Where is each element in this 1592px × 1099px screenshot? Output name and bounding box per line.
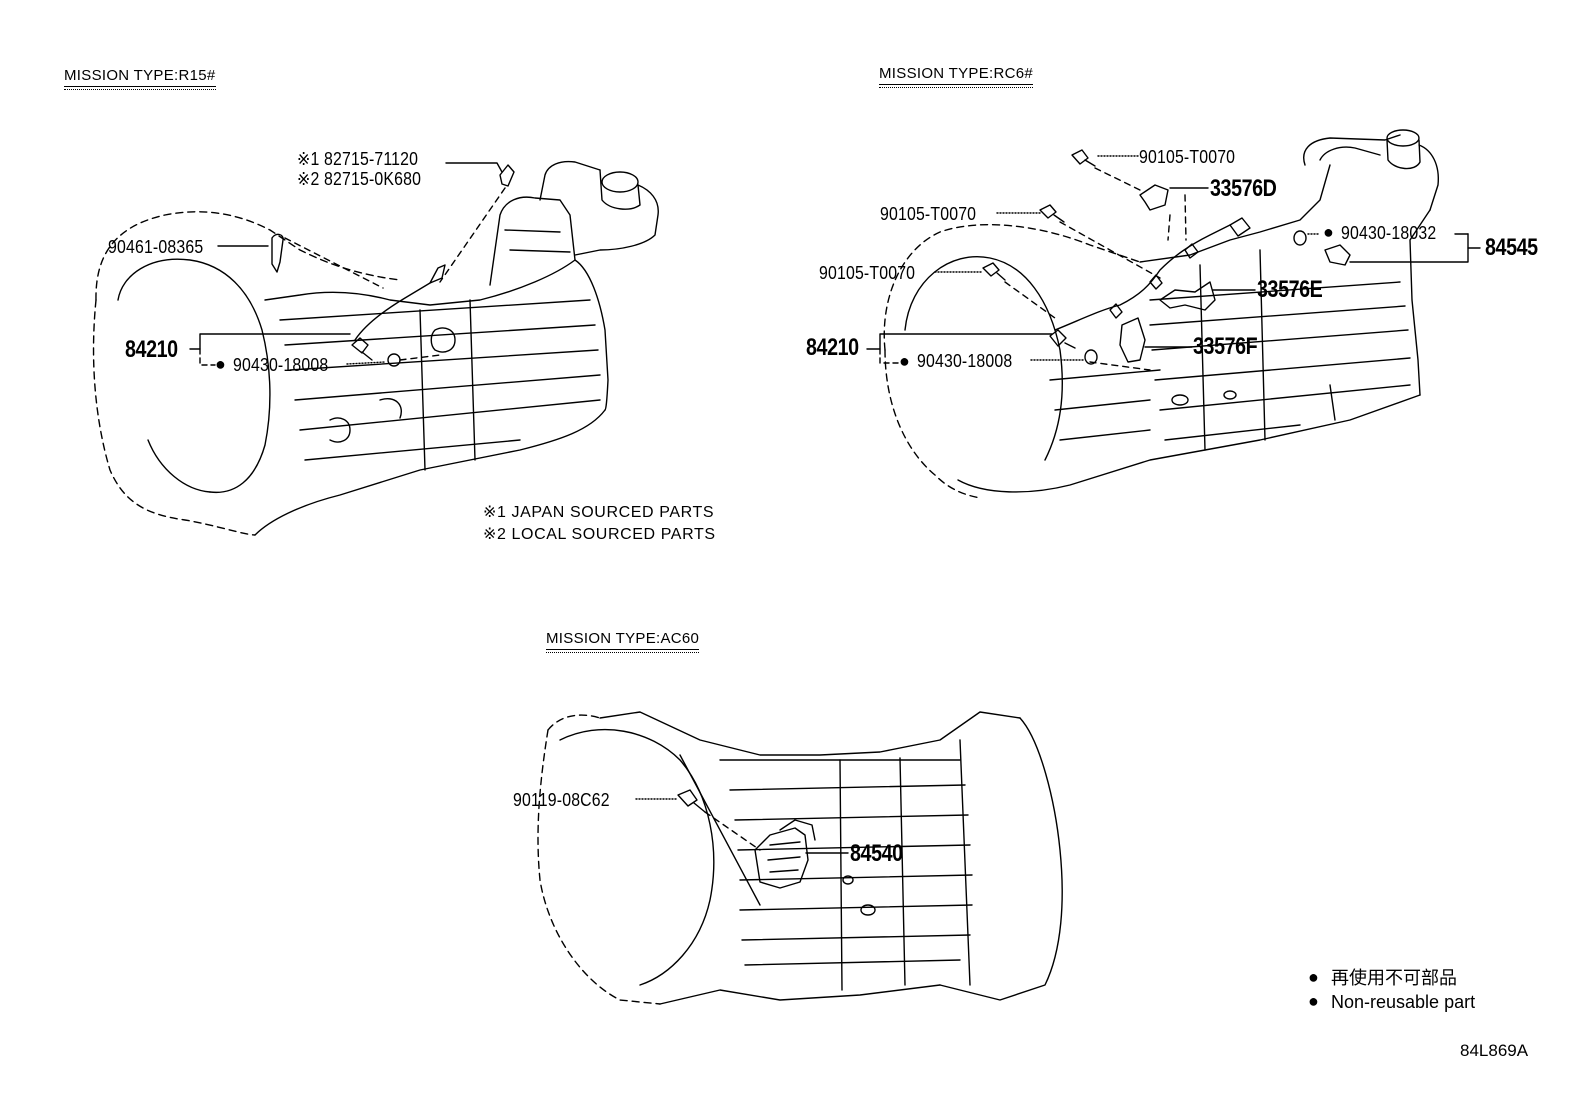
rc6-part-33576d: 33576D [1210,175,1277,202]
legend-marker-ja: ● [1308,967,1319,987]
figure-code: 84L869A [1460,1041,1529,1060]
r15-part-82715-0k680: ※2 82715-0K680 [297,169,422,189]
r15-non-reusable-marker: ● [215,354,226,374]
r15-transmission-illustration [92,160,659,536]
legend-text-ja: 再使用不可部品 [1331,968,1457,988]
rc6-part-90430-18032: 90430-18032 [1341,223,1437,243]
rc6-part-33576e: 33576E [1257,276,1323,303]
r15-part-90461-08365: 90461-08365 [108,237,204,257]
r15-part-84210: 84210 [125,336,178,363]
ac60-transmission-illustration [537,711,1063,1005]
rc6-part-84210: 84210 [806,334,859,361]
ac60-part-90119-08c62: 90119-08C62 [513,790,610,810]
rc6-non-reusable-marker-b: ● [899,351,910,371]
rc6-part-90430-18008: 90430-18008 [917,351,1013,371]
legend-marker-en: ● [1308,991,1319,1011]
rc6-non-reusable-marker-a: ● [1323,222,1334,242]
rc6-transmission-illustration [866,129,1481,499]
r15-note-local: ※2 LOCAL SOURCED PARTS [483,526,716,543]
ac60-part-84540: 84540 [850,840,903,867]
rc6-part-33576f: 33576F [1193,333,1258,360]
legend-text-en: Non-reusable part [1331,992,1476,1012]
r15-part-82715-71120: ※1 82715-71120 [297,149,419,169]
rc6-part-90105-t0070-low: 90105-T0070 [819,263,916,283]
rc6-part-90105-t0070-mid: 90105-T0070 [880,204,977,224]
r15-note-japan: ※1 JAPAN SOURCED PARTS [483,504,715,521]
rc6-part-84545: 84545 [1485,234,1538,261]
ac60-section-title: MISSION TYPE:AC60 [546,631,700,653]
r15-section-title: MISSION TYPE:R15# [64,68,216,90]
r15-part-90430-18008: 90430-18008 [233,355,329,375]
rc6-part-90105-t0070-top: 90105-T0070 [1139,147,1236,167]
rc6-section-title: MISSION TYPE:RC6# [879,66,1034,88]
